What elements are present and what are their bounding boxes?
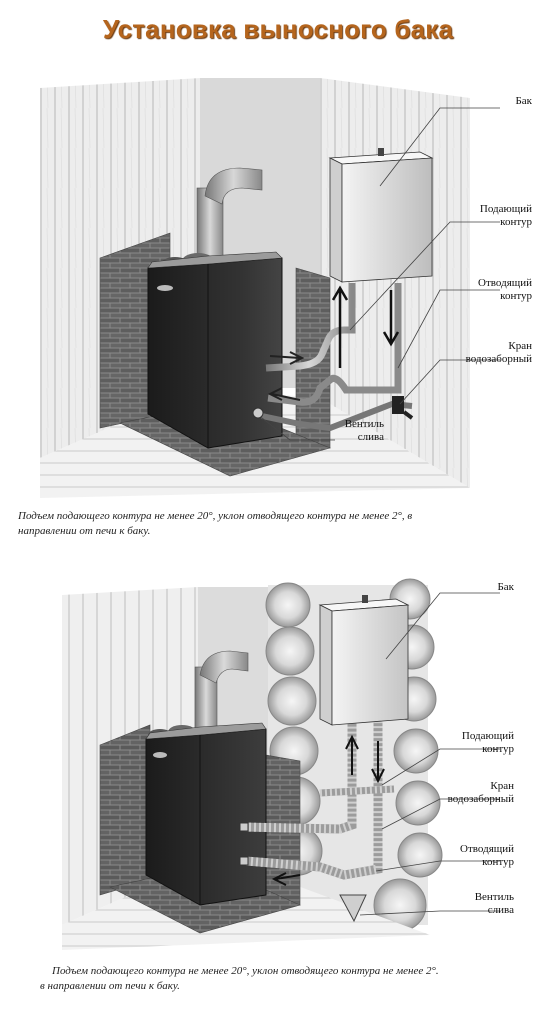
- caption-1-line2: направлении от печи к баку.: [18, 525, 151, 537]
- arrow-up-icon: [345, 734, 359, 775]
- label-tank: Бак: [515, 95, 532, 107]
- label-supply-line2: контур: [500, 216, 532, 228]
- label-valve-line2: слива: [487, 904, 514, 916]
- stove-logo: [153, 752, 167, 758]
- leader-lines: [261, 107, 500, 441]
- caption-2: Подъем подающего контура не менее 20°, у…: [40, 964, 530, 994]
- tank-cap: [362, 595, 368, 603]
- label-tap-line2: водозаборный: [447, 793, 514, 805]
- arrow-up-icon: [331, 285, 349, 368]
- chimney-elbow: [199, 650, 249, 684]
- return-pipe: [267, 283, 402, 406]
- label-valve-line1: Вентиль: [344, 418, 384, 430]
- drain-valve-icon: [339, 894, 367, 923]
- label-valve-line1: Вентиль: [474, 891, 514, 903]
- leader-lines: [359, 592, 500, 916]
- label-return-line1: Отводящий: [460, 843, 514, 855]
- tank-body: [341, 157, 433, 283]
- diagram-1: Бак Подающий контур Отводящий контур Кра…: [0, 68, 556, 498]
- page-title: Установка выносного бака: [102, 14, 454, 44]
- fitting-lower: [239, 856, 249, 866]
- chimney-elbow: [204, 167, 263, 205]
- arrow-down-icon: [382, 290, 400, 347]
- stove-logo: [157, 285, 173, 291]
- tap-icon: [392, 396, 404, 414]
- label-tap-line1: Кран: [508, 340, 532, 352]
- diagram-2: Бак Подающий контур Кран водозаборный От…: [0, 575, 556, 950]
- label-tank: Бак: [497, 581, 514, 593]
- diagram-2-illustration: [62, 578, 500, 950]
- arrow-right-icon: [269, 351, 305, 365]
- label-tap-line1: Кран: [490, 780, 514, 792]
- label-supply-line1: Подающий: [479, 203, 532, 215]
- label-valve-line2: слива: [357, 431, 384, 443]
- label-supply-line2: контур: [482, 743, 514, 755]
- label-supply-line1: Подающий: [461, 730, 514, 742]
- caption-1-line1: Подъем подающего контура не менее 20°, у…: [18, 510, 413, 522]
- fitting-upper: [239, 822, 249, 832]
- label-return-line1: Отводящий: [478, 277, 532, 289]
- label-return-line2: контур: [500, 290, 532, 302]
- tank-cap: [378, 148, 384, 156]
- arrow-down-icon: [371, 741, 385, 784]
- arrow-left-icon: [267, 387, 301, 401]
- label-return-line2: контур: [482, 856, 514, 868]
- caption-1: Подъем подающего контура не менее 20°, у…: [18, 509, 538, 539]
- diagram-1-illustration: [40, 78, 500, 498]
- drain-valve-icon: [252, 407, 264, 419]
- caption-2-line2: в направлении от печи к баку.: [40, 980, 180, 992]
- brick-wall-left: [99, 724, 151, 896]
- label-tap-line2: водозаборный: [465, 353, 532, 365]
- caption-2-line1: Подъем подающего контура не менее 20°, у…: [52, 965, 439, 977]
- arrow-left-icon: [271, 872, 301, 886]
- tank-body: [331, 604, 409, 726]
